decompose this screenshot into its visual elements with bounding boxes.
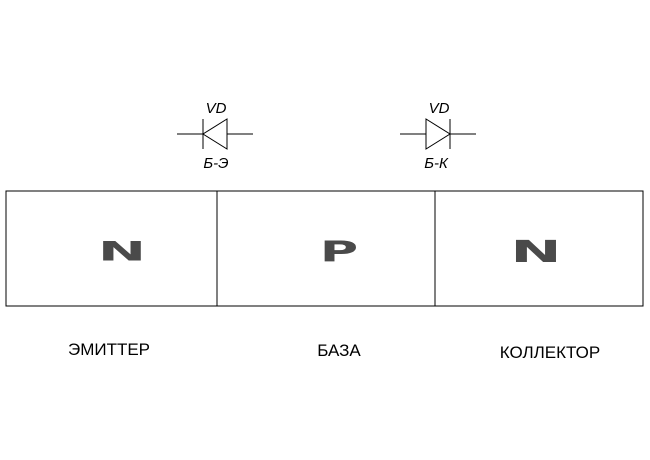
region-base-letter: P [320, 235, 358, 268]
region-collector-letter: N [510, 234, 561, 269]
diode-base-collector: VD Б-К [400, 100, 476, 172]
diode-top-label: VD [206, 100, 227, 117]
region-emitter-name: ЭМИТТЕР [68, 340, 150, 359]
diode-bottom-label: Б-К [424, 155, 449, 172]
diode-base-emitter: VD Б-Э [177, 100, 253, 172]
diode-top-label: VD [429, 100, 450, 117]
region-collector-name: КОЛЛЕКТОР [500, 343, 600, 362]
region-base-name: БАЗА [317, 341, 361, 360]
bar-outline [5, 190, 644, 307]
semiconductor-bar: N P N [5, 190, 644, 307]
diode-triangle [202, 118, 228, 150]
region-emitter-letter: N [98, 236, 146, 268]
diode-triangle [425, 118, 451, 150]
diode-bottom-label: Б-Э [203, 155, 228, 172]
